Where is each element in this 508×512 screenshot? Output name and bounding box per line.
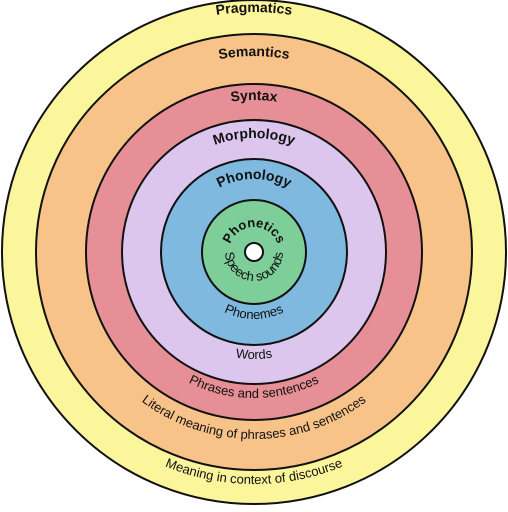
syntax-label: Syntax	[230, 87, 279, 105]
pragmatics-label: Pragmatics	[215, 0, 294, 18]
center-dot	[244, 242, 264, 262]
semantics-label: Semantics	[217, 43, 291, 62]
morphology-description: Words	[235, 345, 273, 362]
phonology-description: Phonemes	[223, 301, 286, 322]
